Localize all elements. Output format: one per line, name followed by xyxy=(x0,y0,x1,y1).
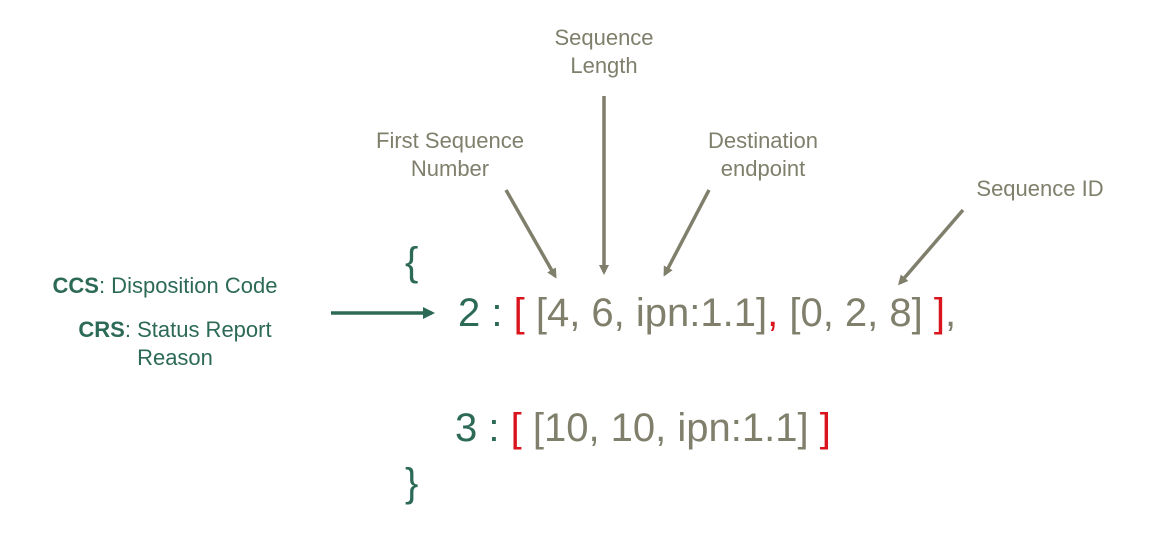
legend-ccs-text: : Disposition Code xyxy=(98,273,278,298)
code-line-2-close-bracket: ] xyxy=(819,406,831,450)
code-line-1-key: 2 xyxy=(458,291,481,335)
label-sequence-length-line1: Sequence xyxy=(554,25,654,50)
arrow-sequence-id xyxy=(898,208,965,286)
label-sequence-id: Sequence ID xyxy=(976,176,1104,201)
label-first-sequence-number-line2: Number xyxy=(410,156,490,181)
code-line-2: 3 : [ [10, 10, ipn:1.1] ] xyxy=(455,405,831,451)
label-destination-endpoint-line1: Destination xyxy=(707,128,819,153)
code-line-2-key: 3 xyxy=(455,406,478,450)
code-line-2-colon: : xyxy=(477,406,511,450)
legend-ccs: CCS: Disposition Code xyxy=(20,272,310,300)
code-line-1-group-2: [0, 2, 8] xyxy=(778,291,934,335)
code-line-1-trailing-comma: , xyxy=(945,291,957,335)
code-line-1-open-bracket: [ xyxy=(513,291,525,335)
open-brace: { xyxy=(405,240,419,284)
legend-crs-text: : Status Report xyxy=(124,317,272,342)
code-line-2-open-bracket: [ xyxy=(510,406,522,450)
code-line-2-group-1: [10, 10, ipn:1.1] xyxy=(521,406,820,450)
code-line-1-group-1: [4, 6, ipn:1.1] xyxy=(524,291,768,335)
arrow-destination-endpoint xyxy=(663,189,711,277)
legend-crs-text-line2: Reason xyxy=(137,345,213,370)
legend-crs: CRS: Status Report Reason xyxy=(30,316,320,372)
label-sequence-length-line2: Length xyxy=(570,53,638,78)
label-first-sequence-number-line1: First Sequence xyxy=(376,128,524,153)
legend-crs-key: CRS xyxy=(78,317,125,342)
code-line-1: 2 : [ [4, 6, ipn:1.1], [0, 2, 8] ], xyxy=(458,290,956,336)
code-line-1-colon: : xyxy=(480,291,514,335)
close-brace: } xyxy=(405,461,419,505)
code-line-1-close-bracket: ] xyxy=(933,291,946,335)
label-sequence-length: Sequence Length xyxy=(544,24,664,80)
arrow-first-sequence-number xyxy=(504,189,557,279)
legend-ccs-key: CCS xyxy=(52,273,99,298)
code-line-1-separator: , xyxy=(767,291,779,335)
label-destination-endpoint: Destination endpoint xyxy=(688,127,838,183)
label-destination-endpoint-line2: endpoint xyxy=(720,156,806,181)
label-first-sequence-number: First Sequence Number xyxy=(358,127,542,183)
